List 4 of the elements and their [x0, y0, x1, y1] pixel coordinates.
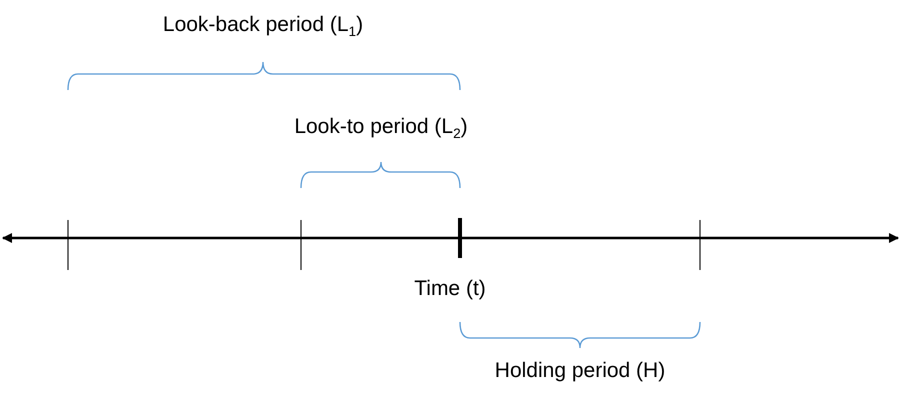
- period-label: Look-to period (L$_{2}$): [294, 114, 468, 143]
- period-label: Time (t): [414, 276, 486, 302]
- period-label: Holding period (H): [494, 358, 666, 384]
- period-label: Look-back period (L$_{1}$): [162, 12, 364, 41]
